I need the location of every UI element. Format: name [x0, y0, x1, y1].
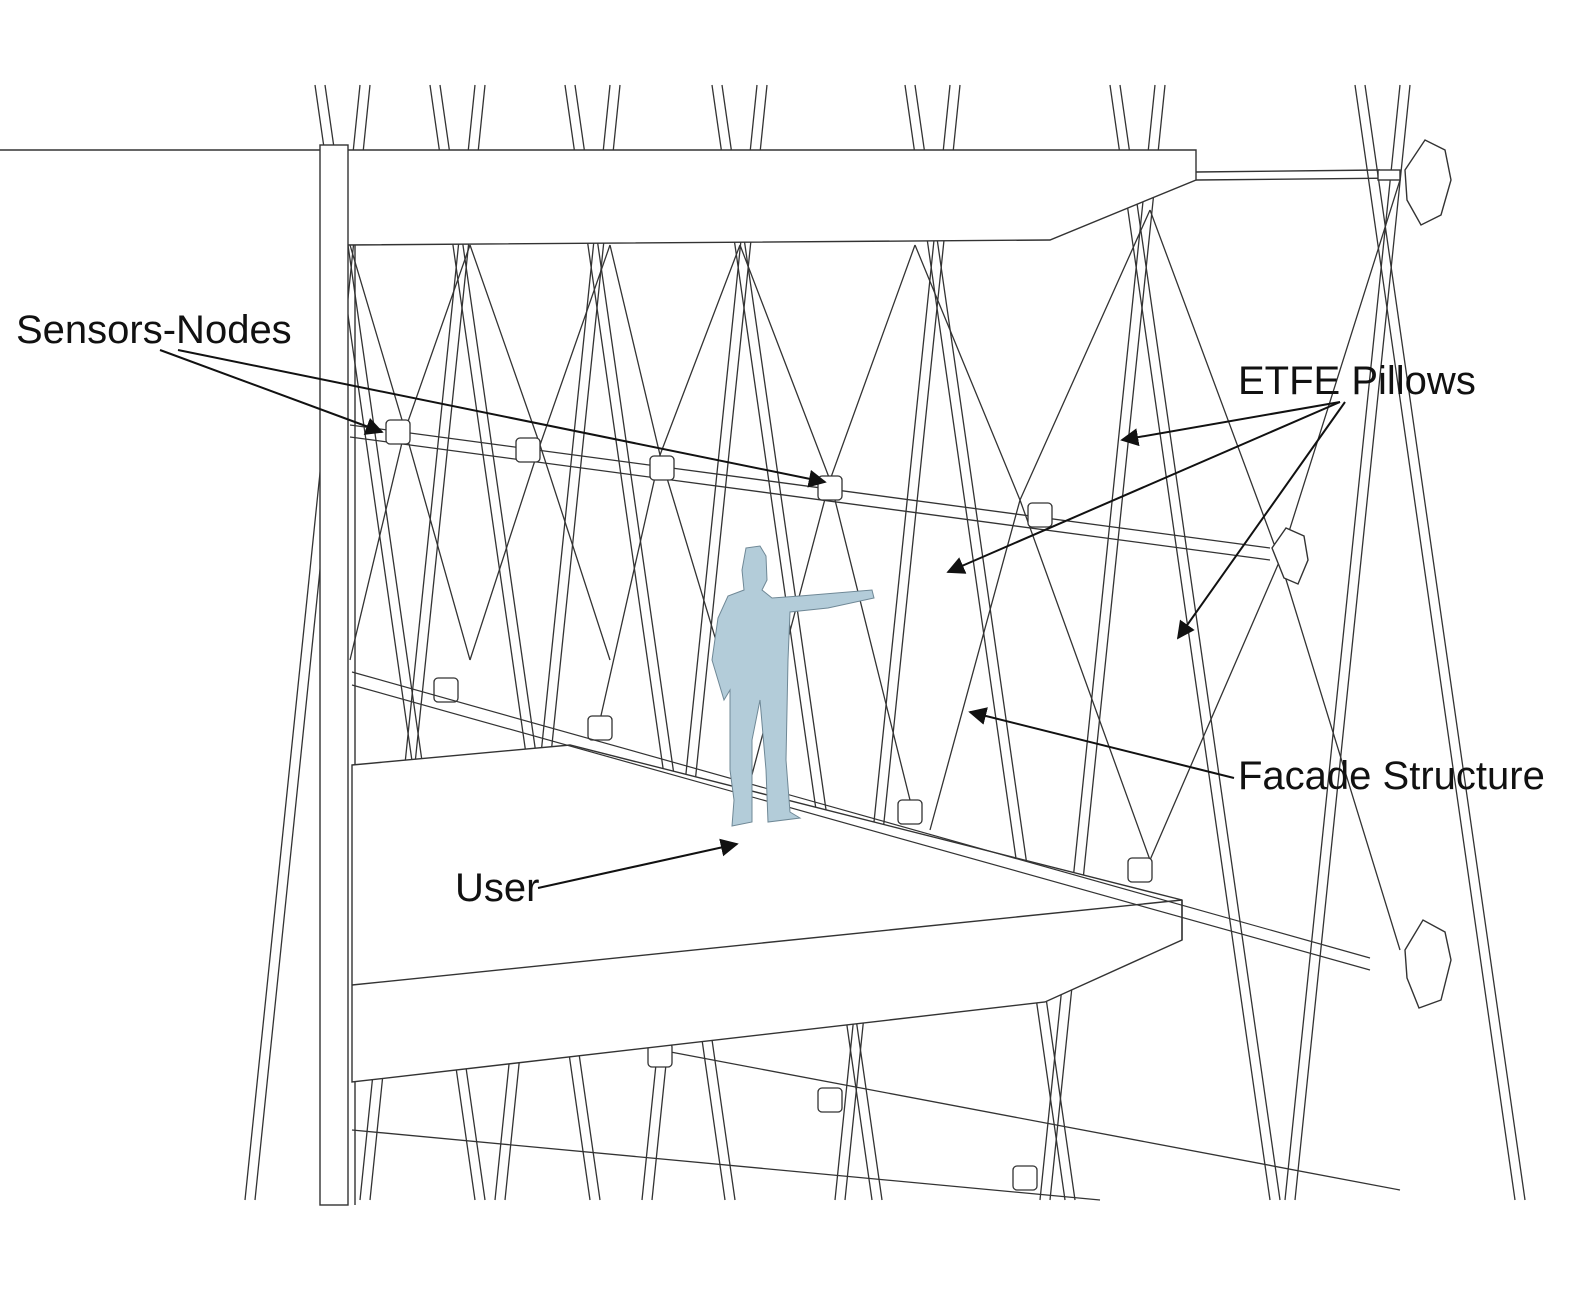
facade-member — [904, 84, 1066, 1201]
lower-floor-slab — [351, 744, 1183, 1083]
label-user: User — [455, 866, 540, 910]
facade-diamond-edge — [599, 244, 661, 721]
slab-railing — [351, 671, 1371, 971]
facade-member — [844, 84, 961, 1201]
label-etfe-pillows: ETFE Pillows — [1238, 359, 1476, 403]
sensor-node — [433, 677, 459, 703]
facade-diamond-edge — [539, 244, 611, 661]
facade-member — [914, 84, 1076, 1201]
sensor-node — [587, 715, 613, 741]
sensor-node — [515, 437, 541, 463]
facade-diamond-edge — [659, 244, 741, 721]
upper-floor-slab — [0, 149, 1401, 246]
facade-member — [1109, 84, 1271, 1201]
etfe-arrow-3 — [1176, 401, 1346, 640]
sensor-node — [385, 419, 411, 445]
sensor-node — [817, 475, 843, 501]
sensor-node — [649, 455, 675, 481]
facade-diamond-edge — [829, 244, 916, 821]
facade-member — [1039, 84, 1156, 1201]
sensors-arrow-right — [177, 349, 827, 488]
sensor-node — [817, 1087, 843, 1113]
sensor-node — [1127, 857, 1153, 883]
facade-member — [1049, 84, 1166, 1201]
etfe-arrow-1 — [1120, 401, 1341, 447]
facade-member — [254, 84, 371, 1201]
user-arrow — [537, 838, 739, 889]
sensors-arrow-left — [159, 349, 384, 435]
facade-member — [1284, 84, 1401, 1201]
facade-arrow — [968, 707, 1235, 779]
facade-member — [1119, 84, 1281, 1201]
transom-bar — [659, 1049, 1401, 1191]
transom-bar — [351, 1129, 1101, 1201]
facade-member — [834, 84, 951, 1201]
sensor-node — [897, 799, 923, 825]
transom-bar — [349, 436, 1271, 561]
building-column — [319, 144, 356, 1206]
large-node-connectors — [1271, 139, 1452, 1009]
facade-diamond-edge — [914, 244, 1021, 831]
facade-member — [1364, 84, 1526, 1201]
facade-member — [1354, 84, 1516, 1201]
annotation-arrows — [159, 349, 1346, 889]
label-facade-structure: Facade Structure — [1238, 754, 1545, 798]
sensor-node — [1027, 502, 1053, 528]
etfe-arrow-2 — [946, 401, 1341, 574]
facade-member — [1294, 84, 1411, 1201]
facade-diamond-edge — [1019, 209, 1151, 861]
sensor-node — [1012, 1165, 1038, 1191]
label-sensors-nodes: Sensors-Nodes — [16, 308, 292, 352]
user-silhouette — [711, 545, 875, 827]
facade-transoms — [349, 419, 1401, 1201]
